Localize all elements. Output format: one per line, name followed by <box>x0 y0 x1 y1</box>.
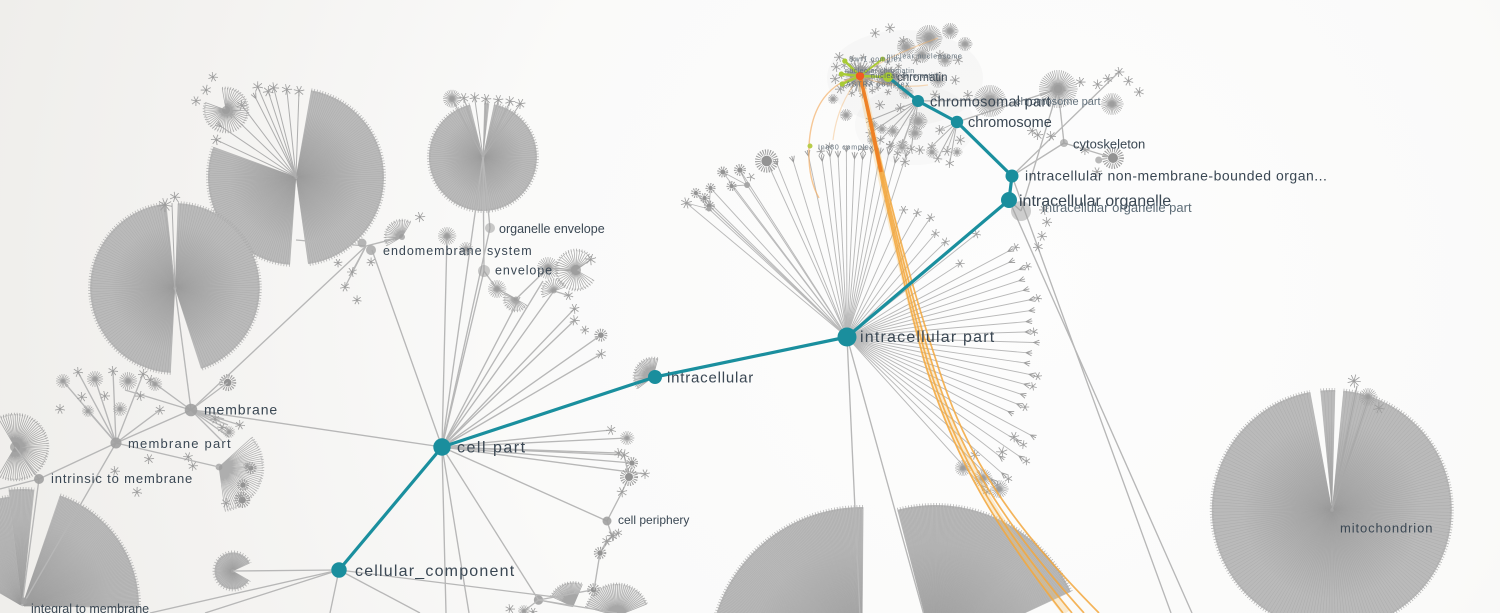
svg-text:integral to membrane: integral to membrane <box>31 602 149 613</box>
svg-text:nucleolar chromatin: nucleolar chromatin <box>845 68 915 75</box>
svg-text:intracellular non-membrane-bou: intracellular non-membrane-bounded organ… <box>1025 168 1327 184</box>
svg-text:intracellular part: intracellular part <box>860 329 995 346</box>
svg-text:nuclear chromatin: nuclear chromatin <box>871 73 938 80</box>
svg-text:intrinsic to membrane: intrinsic to membrane <box>51 471 193 486</box>
svg-text:cytoskeleton: cytoskeleton <box>1073 137 1145 152</box>
svg-text:membrane part: membrane part <box>128 436 232 451</box>
svg-text:membrane: membrane <box>204 402 278 418</box>
svg-text:intracellular organelle part: intracellular organelle part <box>1042 200 1192 215</box>
svg-text:chromosomal part: chromosomal part <box>930 95 1051 111</box>
svg-text:endomembrane system: endomembrane system <box>383 244 533 258</box>
svg-text:cell part: cell part <box>457 440 527 457</box>
svg-text:ASTRA complex: ASTRA complex <box>846 82 910 89</box>
svg-text:Ino80 complex: Ino80 complex <box>818 145 874 152</box>
svg-text:envelope: envelope <box>495 264 553 278</box>
svg-text:Swr1 complex: Swr1 complex <box>849 57 903 64</box>
svg-text:cellular_component: cellular_component <box>355 563 515 580</box>
svg-text:chromosome part: chromosome part <box>1015 96 1101 108</box>
svg-text:mitochondrion: mitochondrion <box>1340 521 1433 536</box>
svg-text:cell periphery: cell periphery <box>618 513 689 527</box>
svg-text:chromatin: chromatin <box>897 72 948 84</box>
svg-text:intracellular: intracellular <box>667 370 754 387</box>
svg-text:organelle envelope: organelle envelope <box>499 222 605 236</box>
svg-text:nuclear nucleosome: nuclear nucleosome <box>887 54 963 61</box>
svg-text:intracellular organelle: intracellular organelle <box>1019 193 1171 210</box>
svg-text:chromosome: chromosome <box>968 115 1052 131</box>
